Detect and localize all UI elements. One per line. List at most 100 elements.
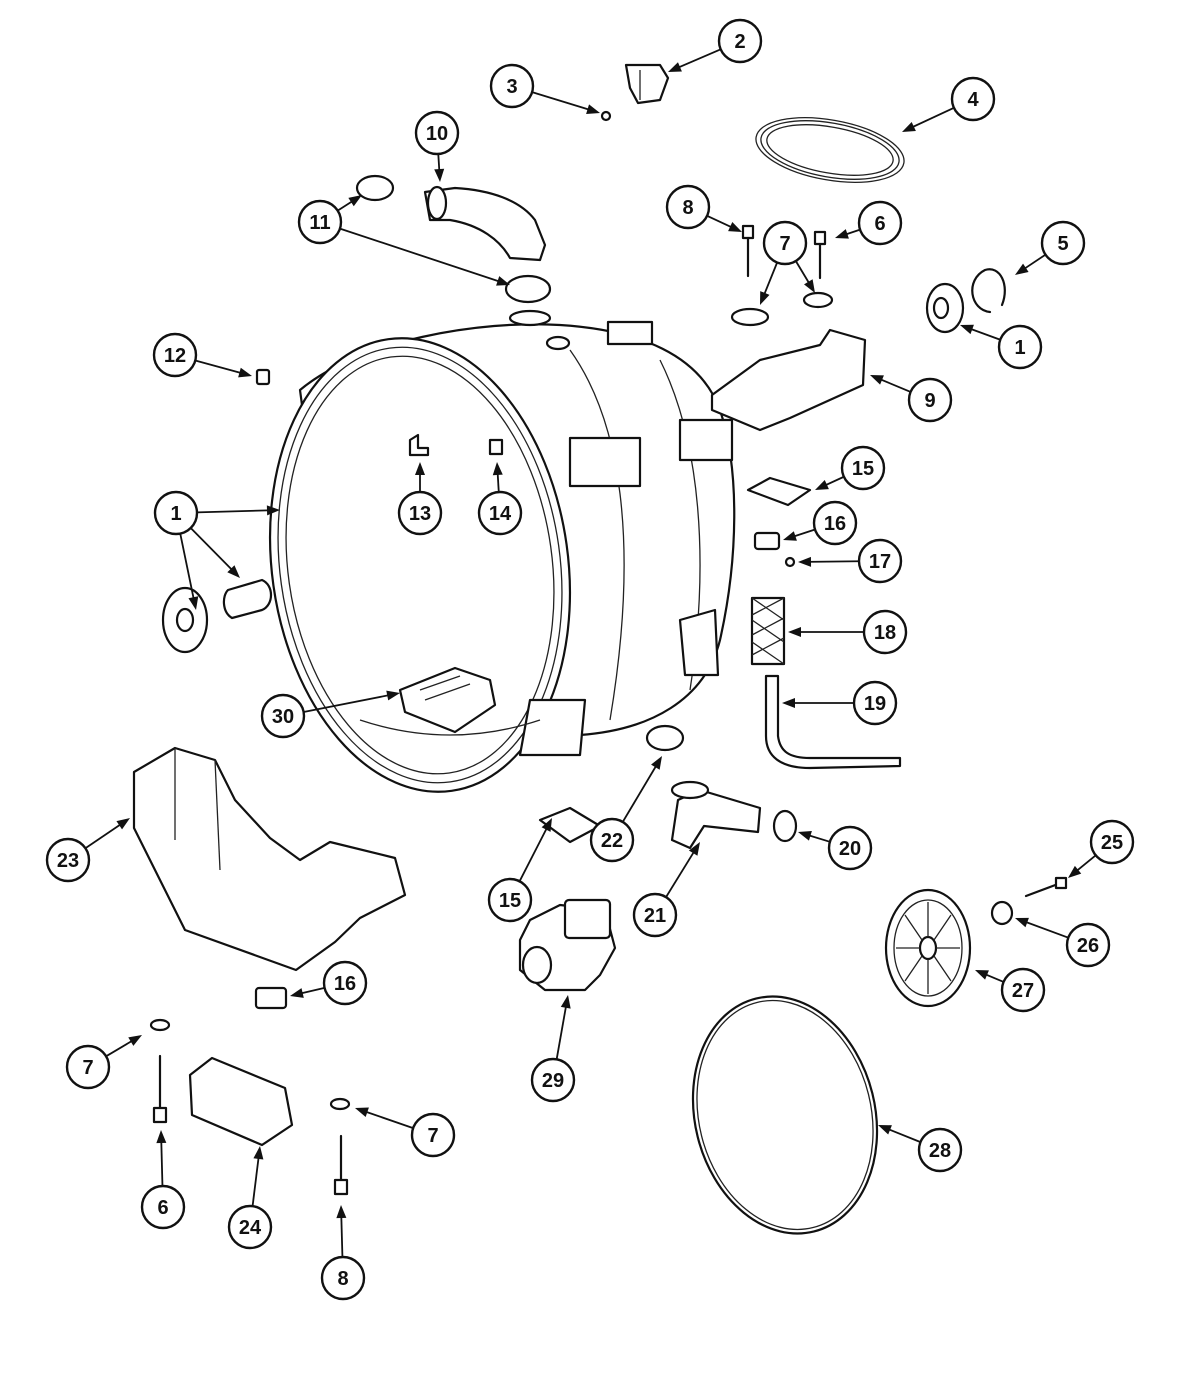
callout-number: 22 bbox=[601, 830, 623, 852]
callout-5: 5 bbox=[1040, 220, 1086, 266]
leader-arrowhead-26 bbox=[1015, 917, 1029, 928]
callout-7: 7 bbox=[410, 1112, 456, 1158]
callout-circle bbox=[1089, 819, 1135, 865]
leader-line-1 bbox=[190, 527, 236, 573]
callout-15: 15 bbox=[487, 877, 533, 923]
callout-circle bbox=[827, 825, 873, 871]
callout-number: 27 bbox=[1012, 980, 1034, 1002]
callout-number: 4 bbox=[967, 89, 979, 111]
callout-circle bbox=[530, 1057, 576, 1103]
callout-circle bbox=[65, 1044, 111, 1090]
callout-circle bbox=[950, 76, 996, 122]
callout-15: 15 bbox=[840, 445, 886, 491]
callout-24: 24 bbox=[227, 1204, 273, 1250]
outer-tub bbox=[268, 309, 736, 793]
callout-circle bbox=[477, 490, 523, 536]
callout-19: 19 bbox=[852, 680, 898, 726]
part-15-pad-right bbox=[746, 476, 812, 507]
callout-number: 26 bbox=[1077, 935, 1099, 957]
leader-line-9 bbox=[877, 377, 911, 393]
leader-arrowhead-7 bbox=[804, 279, 815, 293]
part-4-wire-harness bbox=[755, 117, 905, 183]
callout-circle bbox=[260, 693, 306, 739]
callout-8: 8 bbox=[320, 1255, 366, 1301]
callout-number: 16 bbox=[824, 513, 846, 535]
part-12-clip bbox=[255, 368, 271, 386]
part-27-pulley bbox=[884, 888, 972, 1008]
callout-number: 23 bbox=[57, 850, 79, 872]
part-19-drain-hose bbox=[764, 674, 902, 770]
callout-number: 19 bbox=[864, 693, 886, 715]
callout-28: 28 bbox=[917, 1127, 963, 1173]
callout-circle bbox=[397, 490, 443, 536]
callout-number: 3 bbox=[506, 76, 517, 98]
leader-arrowhead-16 bbox=[290, 988, 304, 998]
callout-number: 9 bbox=[924, 390, 935, 412]
callout-circle bbox=[857, 538, 903, 584]
leader-arrowhead-14 bbox=[492, 462, 503, 476]
leader-line-15 bbox=[518, 824, 550, 882]
callout-6: 6 bbox=[140, 1184, 186, 1230]
callout-number: 7 bbox=[427, 1125, 438, 1147]
leader-line-8 bbox=[706, 215, 736, 230]
callout-17: 17 bbox=[857, 538, 903, 584]
callout-number: 15 bbox=[852, 458, 874, 480]
leader-line-26 bbox=[1022, 919, 1069, 939]
part-21-pump-hose bbox=[670, 780, 762, 850]
leader-line-6 bbox=[160, 1137, 164, 1187]
leader-arrowhead-6 bbox=[835, 229, 849, 239]
leader-arrowhead-7 bbox=[760, 291, 770, 305]
callout-9: 9 bbox=[907, 377, 953, 423]
callout-11: 11 bbox=[297, 199, 343, 245]
callout-18: 18 bbox=[862, 609, 908, 655]
part-16-clip-lower bbox=[254, 986, 288, 1010]
callout-circle bbox=[862, 609, 908, 655]
callout-7: 7 bbox=[65, 1044, 111, 1090]
leader-arrowhead-29 bbox=[560, 995, 571, 1009]
callout-circle bbox=[297, 199, 343, 245]
leader-arrowhead-4 bbox=[902, 121, 916, 132]
callout-16: 16 bbox=[322, 960, 368, 1006]
part-16-clip-right bbox=[753, 531, 781, 551]
callout-number: 13 bbox=[409, 503, 431, 525]
leader-line-28 bbox=[885, 1127, 921, 1143]
callout-number: 1 bbox=[170, 503, 181, 525]
leader-line-23 bbox=[84, 821, 124, 849]
callout-25: 25 bbox=[1089, 819, 1135, 865]
part-24-block bbox=[188, 1056, 294, 1147]
callout-circle bbox=[997, 324, 1043, 370]
leader-arrowhead-7 bbox=[128, 1035, 142, 1046]
leader-arrowhead-7 bbox=[355, 1107, 369, 1117]
part-2-bracket bbox=[624, 63, 670, 105]
callout-circle bbox=[665, 184, 711, 230]
leader-arrowhead-19 bbox=[782, 698, 795, 708]
leader-arrowhead-23 bbox=[116, 818, 130, 830]
leader-arrowhead-3 bbox=[586, 104, 600, 114]
leader-arrowhead-11 bbox=[348, 195, 362, 207]
callout-number: 6 bbox=[157, 1197, 168, 1219]
part-3-screw bbox=[600, 110, 612, 122]
callout-circle bbox=[852, 680, 898, 726]
leader-line-1 bbox=[196, 509, 273, 514]
leader-arrowhead-1 bbox=[960, 324, 974, 335]
part-5-snap-ring bbox=[971, 268, 1006, 314]
leader-arrowhead-22 bbox=[651, 756, 662, 770]
callout-14: 14 bbox=[477, 490, 523, 536]
callout-circle bbox=[1040, 220, 1086, 266]
leader-arrowhead-30 bbox=[386, 690, 400, 701]
callout-number: 1 bbox=[1014, 337, 1025, 359]
part-10-hose bbox=[423, 185, 547, 262]
callout-circle bbox=[320, 1255, 366, 1301]
leader-line-4 bbox=[908, 107, 955, 130]
callout-number: 7 bbox=[82, 1057, 93, 1079]
callout-10: 10 bbox=[414, 110, 460, 156]
callout-number: 21 bbox=[644, 905, 666, 927]
callout-number: 29 bbox=[542, 1070, 564, 1092]
callout-circle bbox=[762, 220, 808, 266]
part-29-pump bbox=[518, 898, 617, 992]
callout-26: 26 bbox=[1065, 922, 1111, 968]
part-25-bolt bbox=[1024, 876, 1068, 898]
callout-circle bbox=[1065, 922, 1111, 968]
callout-circle bbox=[840, 445, 886, 491]
